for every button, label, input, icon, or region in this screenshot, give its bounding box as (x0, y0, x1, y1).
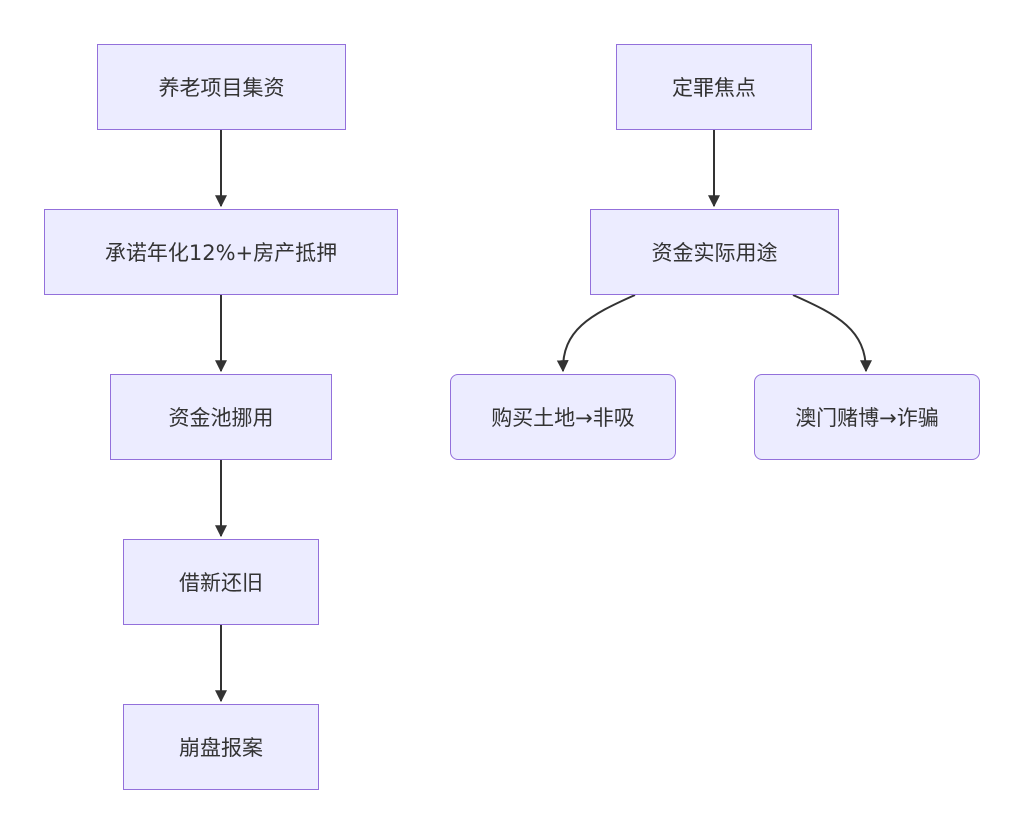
node-label: 资金实际用途 (651, 241, 778, 265)
node-label: 定罪焦点 (672, 76, 756, 100)
flow-node-land-purchase: 购买土地→非吸 (450, 374, 676, 460)
node-label: 崩盘报案 (179, 736, 263, 760)
flow-node-fundraising: 养老项目集资 (97, 44, 346, 130)
flow-node-fund-usage: 资金实际用途 (590, 209, 839, 295)
node-label: 借新还旧 (179, 571, 263, 595)
node-label: 购买土地→非吸 (491, 406, 635, 430)
flow-node-promise: 承诺年化12%+房产抵押 (44, 209, 398, 295)
node-label: 养老项目集资 (158, 76, 285, 100)
edge-r2-r4 (792, 294, 872, 373)
flow-node-macau-gambling: 澳门赌博→诈骗 (754, 374, 980, 460)
flow-node-conviction-focus: 定罪焦点 (616, 44, 812, 130)
node-label: 澳门赌博→诈骗 (795, 406, 939, 430)
flow-node-collapse: 崩盘报案 (123, 704, 319, 790)
flow-node-misappropriation: 资金池挪用 (110, 374, 332, 460)
node-label: 承诺年化12%+房产抵押 (104, 241, 338, 265)
node-label: 资金池挪用 (168, 406, 274, 430)
edge-r2-r3 (556, 294, 636, 373)
flow-node-ponzi: 借新还旧 (123, 539, 319, 625)
